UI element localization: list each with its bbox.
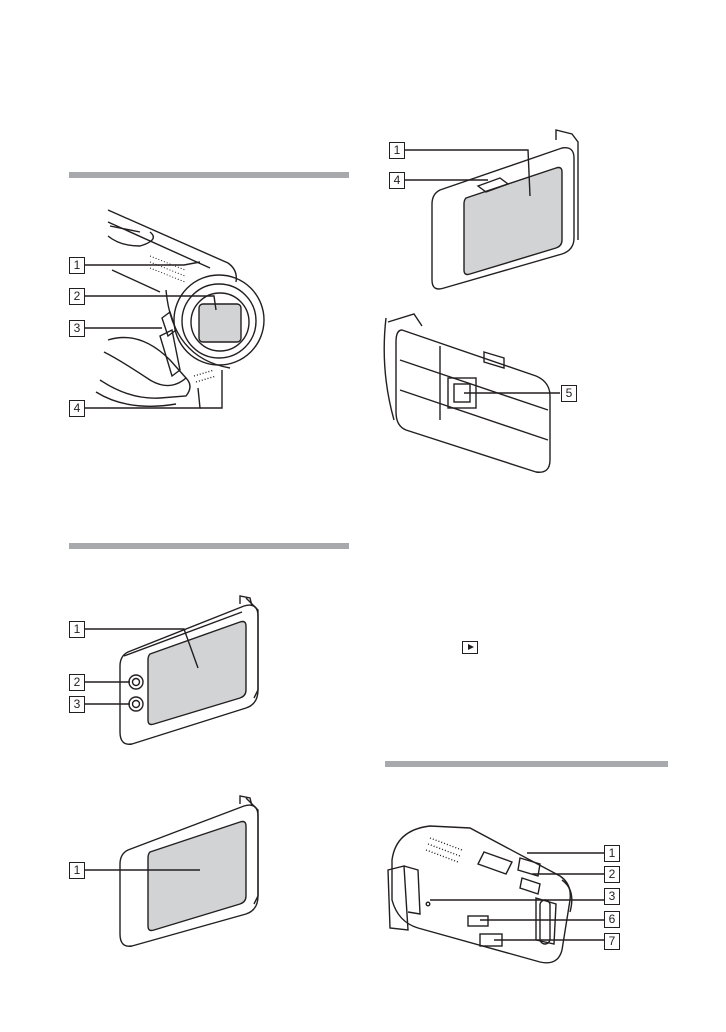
callout-1: 1 bbox=[604, 845, 620, 862]
callout-3: 3 bbox=[604, 888, 620, 905]
callout-6: 6 bbox=[604, 911, 620, 928]
callout-7: 7 bbox=[604, 933, 620, 950]
callout-2: 2 bbox=[604, 866, 620, 883]
